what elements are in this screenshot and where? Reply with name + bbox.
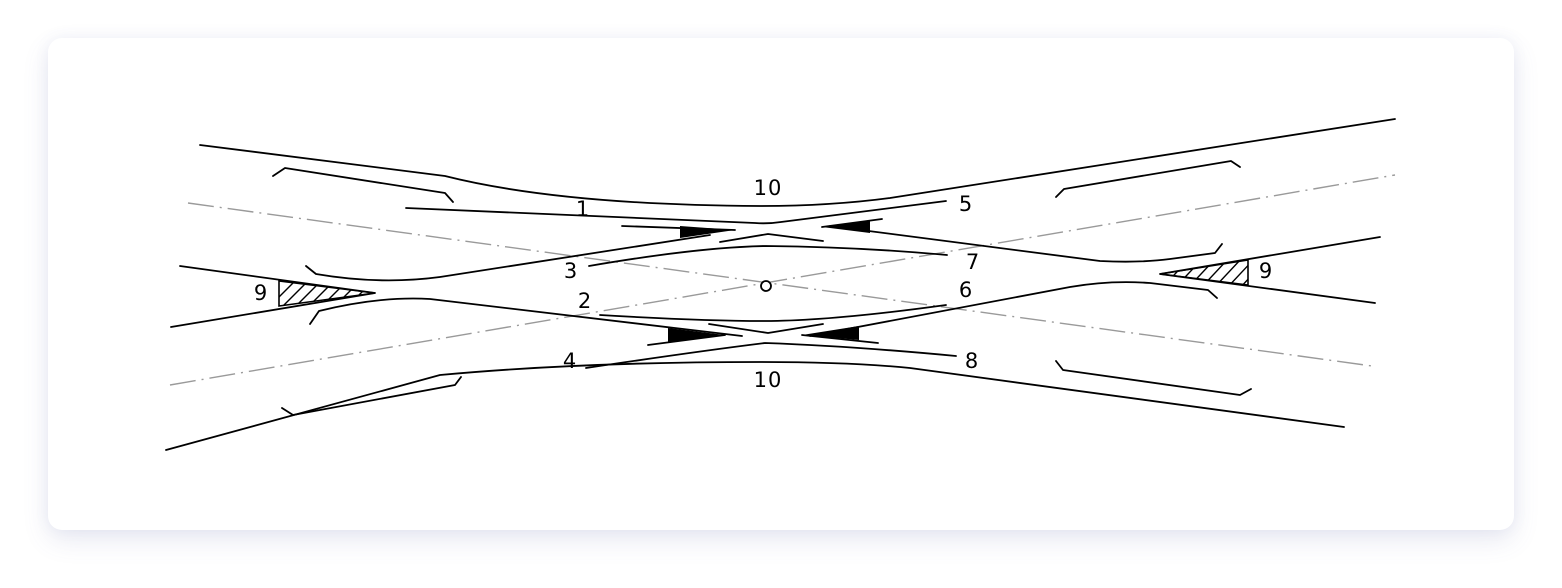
- wing-rail-right-lower: [809, 281, 1218, 337]
- label-5: 5: [959, 192, 973, 216]
- rail-4-8: [585, 342, 957, 369]
- wedge-bottom-left: [668, 328, 725, 343]
- label-3: 3: [564, 259, 578, 283]
- hatched-frog-left: [278, 280, 376, 307]
- guard-rail-bottom-right: [1055, 360, 1252, 396]
- label-10-top: 10: [754, 176, 783, 200]
- wedge-line-bottom-right: [801, 334, 879, 344]
- label-10-bottom: 10: [754, 368, 783, 392]
- label-9-left: 9: [254, 281, 268, 305]
- outer-line-bottom: [165, 361, 1345, 451]
- wedge-top-right: [822, 220, 870, 233]
- outer-line-top: [199, 118, 1396, 207]
- wing-rail-right-upper: [829, 225, 1223, 263]
- wedge-line-top-left: [621, 225, 736, 231]
- label-2: 2: [578, 289, 592, 313]
- hatched-frog-right: [1159, 259, 1249, 286]
- label-4: 4: [563, 349, 577, 373]
- wedge-bottom-right: [802, 326, 859, 340]
- guard-rail-top-left: [272, 167, 454, 203]
- guard-rail-top-right: [1055, 160, 1241, 198]
- label-6: 6: [959, 278, 973, 302]
- wing-rail-left-upper: [305, 234, 711, 282]
- central-piece-top: [719, 233, 824, 243]
- label-9-right: 9: [1259, 259, 1273, 283]
- rail-1-5: [405, 200, 947, 225]
- wing-rail-left-lower: [309, 297, 743, 337]
- rail-3-7: [588, 245, 948, 267]
- rail-2-6: [599, 304, 947, 322]
- label-7: 7: [966, 250, 980, 274]
- label-8: 8: [965, 349, 979, 373]
- guard-rail-bottom-left: [281, 376, 462, 416]
- centerline-b: [169, 174, 1396, 386]
- wedge-line-top-right: [821, 218, 883, 228]
- central-piece-bottom: [708, 323, 824, 334]
- label-1: 1: [576, 197, 590, 221]
- centerline-a: [187, 202, 1373, 367]
- center-point-marker: [760, 280, 772, 292]
- wedge-line-bottom-left: [647, 334, 726, 346]
